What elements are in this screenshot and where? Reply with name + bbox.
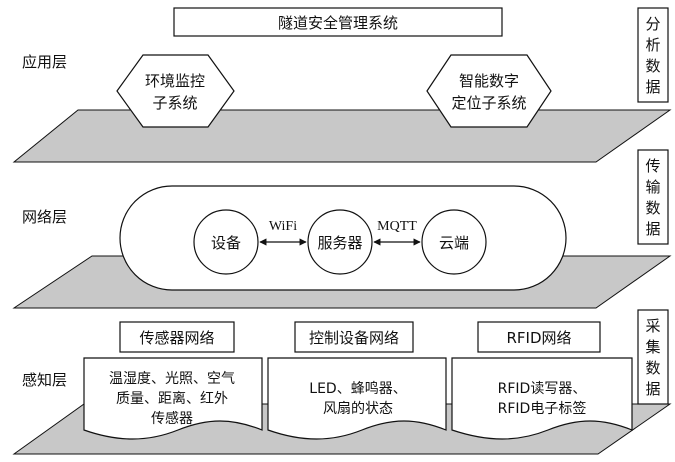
node-server [307, 209, 373, 275]
side-collection-char-3: 数 [645, 359, 660, 377]
side-analysis-char-3: 数 [645, 57, 660, 75]
sensor-body-line-2: 质量、距离、红外 [116, 390, 228, 407]
title-box [173, 7, 503, 37]
application-plane [12, 109, 672, 163]
control-body-line-1: LED、蜂鸣器、 [309, 380, 406, 397]
side-collection-char-4: 据 [645, 380, 660, 398]
header-sensor-network [119, 321, 235, 353]
hexagon-left-line-1: 环境监控 [145, 72, 205, 90]
sensor-body-line-1: 温湿度、光照、空气 [109, 371, 235, 387]
side-transmission-char-3: 数 [645, 199, 660, 217]
hexagon-right-line-1: 智能数字 [459, 72, 519, 90]
hexagon-environment-monitoring [116, 54, 235, 128]
side-box-collection [637, 309, 669, 405]
wifi-label: WiFi [269, 219, 297, 234]
side-box-analysis [637, 7, 669, 103]
application-layer-label: 应用层 [22, 53, 67, 71]
header-rfid-network [477, 321, 601, 353]
doc-control-device-network [267, 357, 447, 440]
header-control-device-network-label: 控制设备网络 [309, 329, 399, 347]
control-body-line-2: 风扇的状态 [323, 401, 393, 417]
mqtt-label: MQTT [377, 219, 417, 234]
hexagon-right-line-2: 定位子系统 [451, 94, 526, 112]
doc-rfid-network [451, 357, 633, 440]
header-rfid-network-label: RFID网络 [506, 329, 571, 347]
side-collection-char-1: 采 [645, 317, 660, 335]
side-transmission-char-2: 输 [645, 178, 660, 196]
side-transmission-char-1: 传 [645, 157, 660, 175]
sensor-body-line-3: 传感器 [151, 410, 193, 427]
side-transmission-char-4: 据 [645, 220, 660, 238]
node-cloud [421, 209, 487, 275]
hexagon-left-line-2: 子系统 [152, 94, 197, 112]
node-device-label: 设备 [211, 234, 241, 252]
perception-layer-label: 感知层 [22, 371, 67, 389]
title-text: 隧道安全管理系统 [278, 14, 398, 32]
doc-sensor-network [83, 357, 263, 440]
node-cloud-label: 云端 [439, 234, 469, 252]
side-collection-char-2: 集 [645, 338, 660, 356]
header-control-device-network [294, 321, 414, 353]
hexagon-smart-positioning [426, 54, 552, 128]
rfid-body-line-1: RFID读写器、 [498, 380, 587, 397]
side-analysis-char-1: 分 [645, 15, 660, 33]
header-sensor-network-label: 传感器网络 [139, 329, 214, 347]
rfid-body-line-2: RFID电子标签 [498, 400, 587, 417]
network-layer-label: 网络层 [22, 208, 67, 226]
side-analysis-char-4: 据 [645, 78, 660, 96]
side-box-transmission [637, 149, 669, 245]
node-server-label: 服务器 [317, 234, 362, 252]
side-analysis-char-2: 析 [645, 36, 660, 54]
node-device [193, 209, 259, 275]
